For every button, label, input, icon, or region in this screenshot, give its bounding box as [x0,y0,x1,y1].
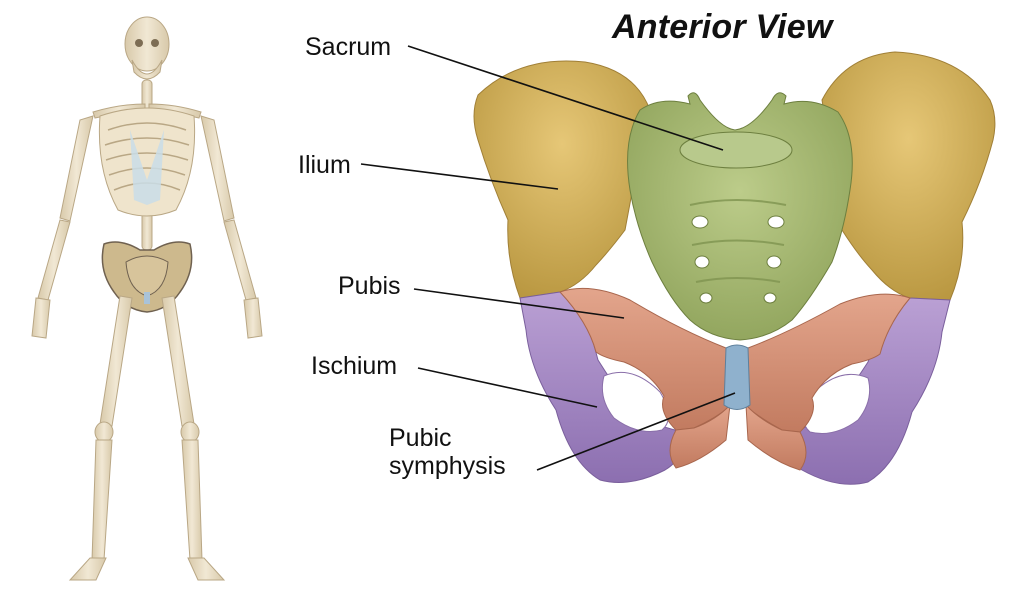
ribs [104,122,190,191]
pelvis-illustration [473,51,996,485]
leader-ischium [417,367,598,408]
label-ischium: Ischium [311,352,398,380]
pubis-right [743,293,911,433]
pubic-symphysis [723,344,751,410]
label-pubic-symphysis-line2: symphysis [389,452,506,480]
label-pubic-symphysis: Pubic symphysis [389,424,539,480]
label-sacrum: Sacrum [305,33,392,61]
figure-title: Anterior View [612,8,833,46]
label-ilium: Ilium [298,151,351,179]
jaw [131,59,163,80]
humerus-right [200,115,235,222]
leader-lines [360,45,736,471]
forearm-right [223,219,257,301]
ilium-left [473,60,651,299]
leader-sacrum [407,45,724,151]
label-pubic-symphysis-line1: Pubic [389,424,452,452]
skull [124,16,170,72]
leader-symphysis [536,392,736,471]
label-pubis: Pubis [338,272,401,300]
skeleton-figure [31,16,263,581]
rib-cage [98,107,196,217]
femur-left [99,295,133,427]
costal-cartilage [130,130,164,205]
pubis-left [559,287,733,431]
hand-right [243,297,263,339]
hand-left [31,297,51,339]
forearm-left [37,219,71,301]
sacral-foramina [691,215,785,304]
foot-left [68,557,107,581]
tibia-right [181,439,203,561]
tibia-left [91,439,113,561]
leader-pubis [413,288,625,319]
foot-right [187,557,226,581]
ilium-right [821,51,996,301]
leader-ilium [360,163,559,190]
humerus-left [59,115,94,222]
femur-right [161,295,195,427]
